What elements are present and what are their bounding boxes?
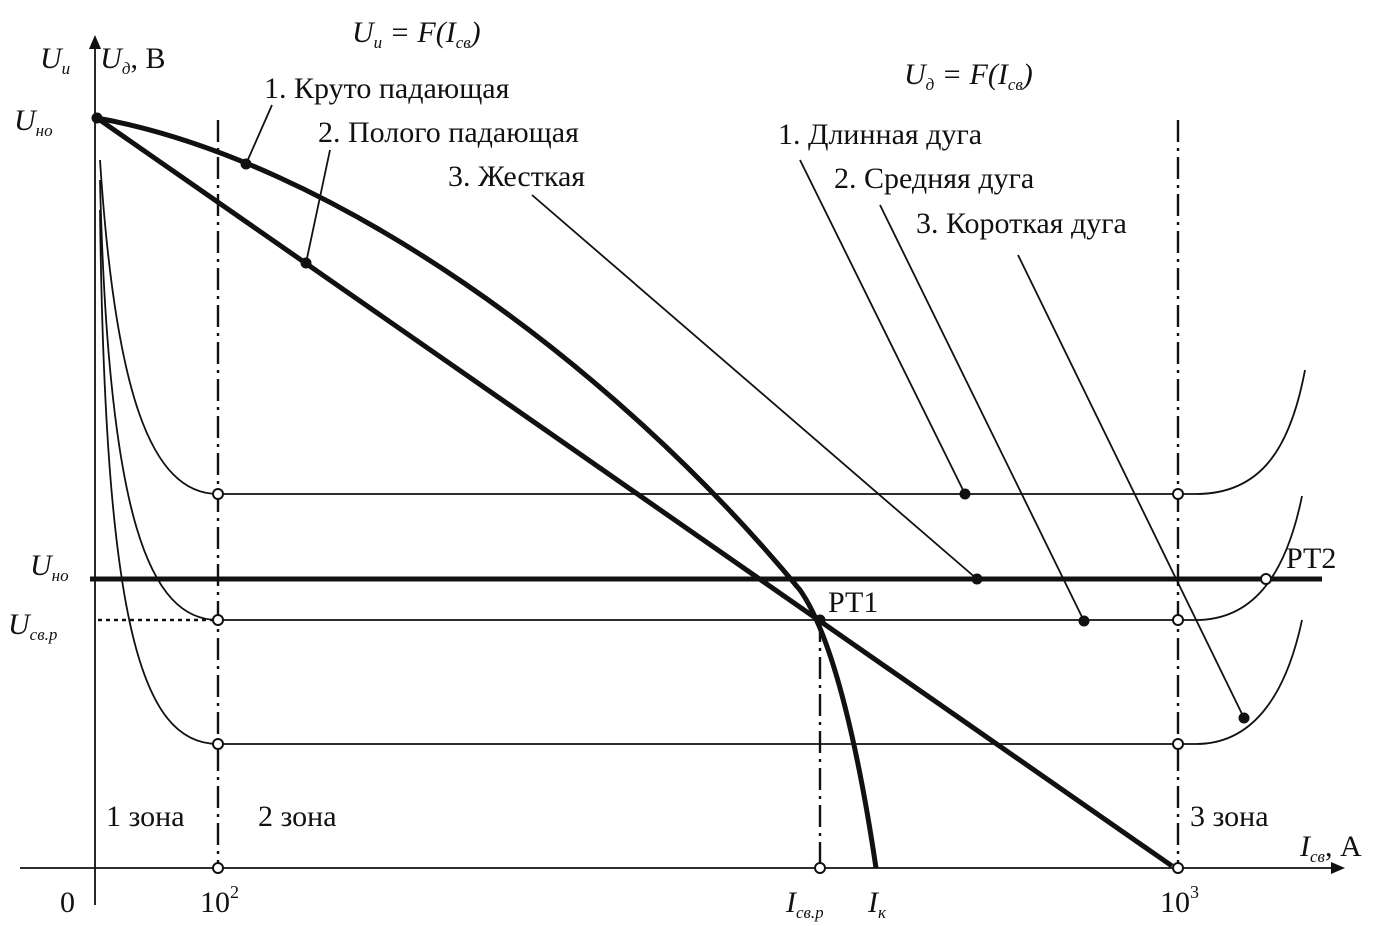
- label-arc-short: 3. Короткая дуга: [916, 207, 1127, 240]
- x-origin: 0: [60, 886, 75, 919]
- zone-label-3: 3 зона: [1190, 800, 1269, 833]
- arc-title: Uд = F(Iсв): [904, 58, 1033, 94]
- leader-long-arc: [799, 159, 966, 495]
- source-curve-gentle: [95, 115, 1174, 869]
- x-mark-i-sv-r: Iсв.р: [785, 886, 824, 922]
- marker-fill-pt1: [814, 614, 826, 626]
- x-tick-1000: 103: [1160, 882, 1199, 919]
- leader-gentle: [305, 149, 331, 264]
- label-source-gentle: 2. Полого падающая: [318, 116, 579, 149]
- leader-rigid: [531, 194, 978, 580]
- source-title: Uи = F(Iсв): [352, 16, 481, 52]
- leader-short-arc: [1017, 254, 1245, 719]
- label-pt1: РТ1: [828, 586, 878, 619]
- marker-open: [212, 738, 224, 750]
- marker-fill: [240, 158, 252, 170]
- zone-label-2: 2 зона: [258, 800, 337, 833]
- label-source-rigid: 3. Жесткая: [448, 160, 585, 193]
- marker-fill: [300, 257, 312, 269]
- y-mark-u-no-top: Uно: [14, 104, 53, 140]
- x-mark-i-k: Iк: [867, 886, 887, 922]
- marker-fill: [1238, 712, 1250, 724]
- label-pt2: РТ2: [1286, 542, 1336, 575]
- marker-fill: [91, 112, 103, 124]
- source-curve-steep: [96, 115, 879, 869]
- marker-open: [1172, 488, 1184, 500]
- marker-open: [212, 488, 224, 500]
- label-arc-long: 1. Длинная дуга: [778, 118, 982, 151]
- y-mark-u-sv-r: Uсв.р: [8, 608, 57, 644]
- leader-steep: [245, 104, 273, 165]
- arc-curve-long: [99, 159, 1306, 495]
- marker-open: [1172, 862, 1184, 874]
- marker-open: [212, 862, 224, 874]
- marker-fill: [959, 488, 971, 500]
- marker-open: [1172, 738, 1184, 750]
- label-source-steep: 1. Круто падающая: [264, 72, 510, 105]
- zone-label-1: 1 зона: [106, 800, 185, 833]
- marker-open-pt2: [1260, 573, 1272, 585]
- marker-fill: [971, 573, 983, 585]
- x-tick-100: 102: [200, 882, 239, 919]
- marker-open: [1172, 614, 1184, 626]
- label-arc-medium: 2. Средняя дуга: [834, 162, 1034, 195]
- y-mark-u-no-mid: Uно: [30, 549, 69, 585]
- marker-open: [814, 862, 826, 874]
- leader-medium-arc: [879, 204, 1085, 622]
- arc-curve-short: [99, 209, 1303, 745]
- marker-fill: [1078, 615, 1090, 627]
- x-axis-label: Iсв, А: [1299, 830, 1362, 866]
- marker-open: [212, 614, 224, 626]
